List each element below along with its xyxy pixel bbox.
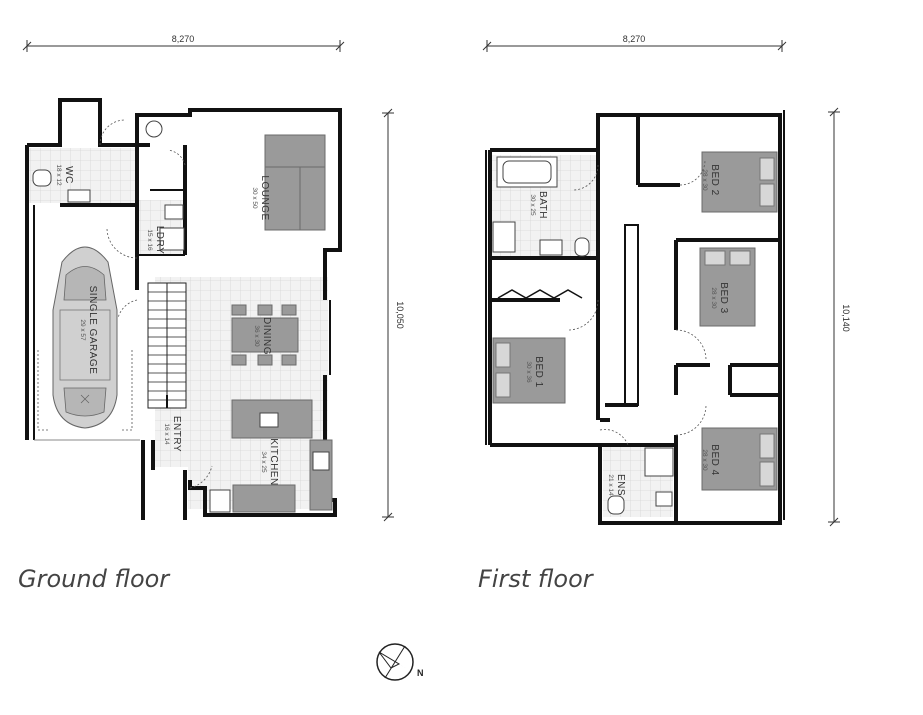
ground-depth-dimension: 10,050 [382,108,405,522]
kitchen-island-icon [231,399,313,439]
bed3-bed-icon [699,247,756,327]
ensuite-shower-icon [644,447,674,477]
bed4-bed-icon [701,427,778,491]
bath-label: BATH 30 x 25 [529,191,548,219]
first-floor-label: First floor [478,565,595,593]
ground-depth-label: 10,050 [395,301,405,329]
svg-text:16 x 14: 16 x 14 [163,423,170,445]
svg-text:BATH: BATH [537,191,548,219]
svg-text:ENS: ENS [615,474,626,496]
ensuite-basin-icon [655,491,673,507]
car-icon [52,246,118,429]
compass-north-label: N [417,668,424,678]
bed4-label: BED 4 28 x 30 [701,444,720,475]
svg-text:BED 4: BED 4 [709,444,720,475]
bath-toilet-icon [574,237,590,257]
wc-label: WC 18 x 12 [55,164,74,186]
bed2-label: BED 2 28 x 30 [701,164,720,195]
dining-label: DINING 36 x 30 [253,317,272,355]
dining-table-icon [231,304,299,366]
ground-toilet-icon [32,169,52,187]
bath-door-swing [572,164,599,191]
svg-text:34 x 25: 34 x 25 [260,451,267,473]
svg-text:30 x 50: 30 x 50 [251,187,258,209]
laundry-machine-icon [159,227,185,251]
bed1-robe-doors [497,289,583,299]
first-depth-label: 10,140 [841,304,851,332]
ensuite-toilet-icon [607,495,625,515]
fridge-icon [209,489,231,513]
stair-void [624,224,639,406]
first-width-label: 8,270 [623,34,646,44]
bed1-label: BED 1 30 x 36 [525,356,544,387]
first-width-dimension: 8,270 [482,34,787,52]
laundry-tub-icon [164,204,184,220]
svg-text:SINGLE GARAGE: SINGLE GARAGE [87,286,98,375]
ensuite-door-swing [599,429,629,446]
svg-text:30 x 36: 30 x 36 [525,361,532,383]
store-door-swing [167,149,186,166]
first-outer-wall [490,113,782,525]
bed2-bed-icon [701,151,778,213]
entry-door-swing [189,465,213,489]
svg-text:ENTRY: ENTRY [171,416,182,452]
bathtub-inner-icon [502,160,552,184]
bed3-label: BED 3 28 x 30 [710,282,729,313]
first-depth-dimension: 10,140 [828,107,851,527]
kitchen-bench-icon [309,439,333,511]
kitchen-dining-tiles [188,277,328,509]
svg-text:WC: WC [63,166,74,184]
kitchen-label: KITCHEN 34 x 25 [260,438,279,485]
compass-icon: N [376,643,424,681]
garage-door-marker [37,350,133,431]
ground-floor-plan: 8,270 10,050 [22,34,405,522]
svg-text:LDRY: LDRY [154,226,165,255]
garage-label: SINGLE GARAGE 29 x 57 [79,286,98,375]
svg-text:DINING: DINING [261,317,272,355]
cooktop-icon [312,451,330,471]
svg-text:18 x 12: 18 x 12 [55,164,62,186]
wc-door-swing [99,119,126,146]
ensuite-label: ENS 21 x 14 [607,474,626,496]
svg-text:36 x 30: 36 x 30 [253,325,260,347]
svg-text:21 x 14: 21 x 14 [607,474,614,496]
kitchen-back-bench-icon [232,484,296,513]
wc-vanity-icon [67,189,91,203]
svg-text:28 x 30: 28 x 30 [710,287,717,309]
svg-text:29 x 57: 29 x 57 [79,319,86,341]
ground-width-dimension: 8,270 [22,34,345,52]
bath-vanity-icon [539,239,563,256]
store-round-fixture-icon [145,120,163,138]
bed1-door-swing [567,299,599,331]
svg-text:BED 2: BED 2 [709,164,720,195]
svg-text:BED 1: BED 1 [533,356,544,387]
ground-stairs [147,282,187,409]
bed1-bed-icon [492,337,566,404]
lounge-label: LOUNGE 30 x 50 [251,175,270,220]
bed4-door-swing [675,404,707,436]
svg-text:30 x 25: 30 x 25 [529,194,536,216]
ground-floor-label: Ground floor [18,565,171,593]
laundry-label: LDRY 15 x 16 [146,226,165,255]
svg-text:KITCHEN: KITCHEN [268,438,279,485]
entry-label: ENTRY 16 x 14 [163,416,182,452]
svg-text:28 x 30: 28 x 30 [701,449,708,471]
svg-text:28 x 30: 28 x 30 [701,169,708,191]
garage-door-swing [106,227,138,259]
garage-entry-door-swing [117,299,138,319]
svg-text:15 x 16: 15 x 16 [146,229,153,251]
bed3-door-swing [675,329,707,361]
bath-shower-icon [492,221,516,253]
sofa-icon [264,134,326,231]
first-floor-plan: 8,270 10,140 [482,34,851,527]
svg-text:BED 3: BED 3 [718,282,729,313]
bed2-door-swing [679,159,706,186]
svg-text:LOUNGE: LOUNGE [259,175,270,220]
ground-width-label: 8,270 [172,34,195,44]
